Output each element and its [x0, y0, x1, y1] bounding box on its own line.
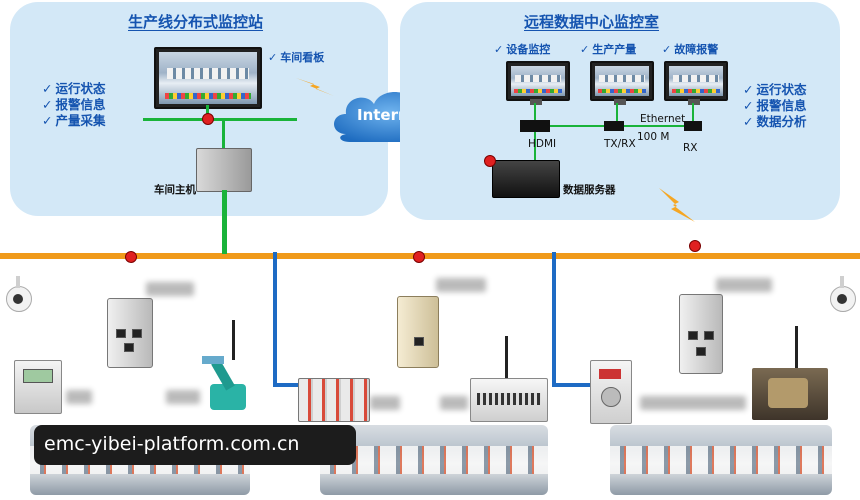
workshop-host-computer	[196, 148, 252, 192]
plc-rack	[298, 378, 370, 422]
watermark-badge: emc-yibei-platform.com.cn	[34, 425, 356, 465]
checkmark-icon: ✓	[494, 43, 504, 56]
right-feature-list: ✓运行状态 ✓报警信息 ✓数据分析	[743, 82, 807, 130]
feature-item: ✓产量采集	[42, 113, 106, 128]
hdmi-converter-box	[520, 120, 550, 132]
ethernet-label: Ethernet	[640, 113, 686, 125]
checkmark-icon: ✓	[662, 43, 672, 56]
device-label-blurred	[440, 396, 468, 410]
motor-unit	[752, 368, 828, 420]
rx-converter-box	[684, 121, 702, 131]
bus-node-dot	[689, 240, 701, 252]
checkmark-icon: ✓	[743, 82, 754, 97]
device-label-blurred	[66, 390, 92, 404]
feature-item: ✓运行状态	[42, 81, 106, 96]
monitor-stand	[530, 99, 542, 105]
monitor-stand	[614, 99, 626, 105]
monitor-stand	[688, 99, 700, 105]
server-link	[534, 131, 536, 161]
hdmi-label: HDMI	[528, 138, 557, 150]
board-to-network-link	[206, 105, 209, 120]
data-server-label: 数据服务器	[563, 184, 616, 196]
alarm-monitor	[664, 61, 728, 101]
plc-drop-link	[273, 252, 277, 386]
left-panel-title: 生产线分布式监控站	[128, 13, 264, 31]
robot-arm	[196, 354, 256, 412]
watermark-text: emc-yibei-platform.com.cn	[44, 433, 300, 455]
antenna-icon	[795, 326, 798, 370]
device-label-blurred	[716, 278, 772, 292]
monitor-label-alarm: ✓故障报警	[662, 43, 719, 56]
production-line-photo-right	[610, 425, 832, 495]
local-network-link	[143, 118, 297, 121]
txrx-converter-box	[604, 121, 624, 131]
checkmark-icon: ✓	[42, 81, 53, 96]
workshop-board-label: ✓车间看板	[268, 51, 325, 64]
inverter-drop-link	[552, 252, 556, 386]
left-feature-list: ✓运行状态 ✓报警信息 ✓产量采集	[42, 81, 106, 129]
lightning-bolt-icon	[296, 78, 334, 96]
monitor-label-output: ✓生产产量	[580, 43, 637, 56]
bus-node-dot	[125, 251, 137, 263]
plc-link-horizontal	[273, 383, 301, 387]
device-label-blurred	[166, 390, 200, 404]
host-to-bus-link	[222, 190, 227, 254]
frequency-inverter	[590, 360, 632, 424]
device-label-blurred	[370, 396, 400, 410]
bus-node-dot	[413, 251, 425, 263]
network-node-dot	[202, 113, 214, 125]
production-line-photo-center	[320, 425, 548, 495]
workshop-host-label: 车间主机	[154, 184, 196, 196]
camera-lens	[837, 294, 847, 304]
iot-gateway-right	[679, 294, 723, 374]
checkmark-icon: ✓	[268, 51, 278, 64]
checkmark-icon: ✓	[42, 113, 53, 128]
checkmark-icon: ✓	[42, 97, 53, 112]
feature-item: ✓报警信息	[743, 98, 807, 113]
security-camera-icon	[2, 276, 32, 326]
device-label-blurred	[146, 282, 194, 296]
feature-item: ✓运行状态	[743, 82, 807, 97]
output-monitor	[590, 61, 654, 101]
rx-link	[692, 103, 694, 123]
monitor-label-device: ✓设备监控	[494, 43, 551, 56]
server-node-dot	[484, 155, 496, 167]
device-label-blurred	[436, 278, 486, 292]
rx-label: RX	[683, 142, 698, 154]
speed-label: 100 M	[637, 131, 670, 143]
remote-data-center-panel	[400, 2, 840, 220]
data-server	[492, 160, 560, 198]
security-camera-icon	[826, 276, 858, 326]
inverter-link-horizontal	[552, 383, 592, 387]
camera-lens	[13, 294, 23, 304]
workshop-board-monitor	[154, 47, 262, 109]
antenna-icon	[232, 320, 235, 360]
txrx-link	[616, 103, 618, 123]
checkmark-icon: ✓	[743, 98, 754, 113]
checkmark-icon: ✓	[743, 114, 754, 129]
device-monitor	[506, 61, 570, 101]
power-meter	[14, 360, 62, 414]
iot-gateway-center	[397, 296, 439, 368]
hdmi-link	[534, 103, 536, 121]
feature-item: ✓报警信息	[42, 97, 106, 112]
field-bus-line	[0, 253, 860, 259]
checkmark-icon: ✓	[580, 43, 590, 56]
right-panel-title: 远程数据中心监控室	[524, 13, 660, 31]
antenna-icon	[505, 336, 508, 380]
iot-gateway-left	[107, 298, 153, 368]
feature-item: ✓数据分析	[743, 114, 807, 129]
plc-controller	[470, 378, 548, 422]
txrx-label: TX/RX	[604, 138, 636, 150]
device-label-blurred	[640, 396, 746, 410]
host-to-network-link	[222, 118, 225, 148]
lightning-bolt-icon	[659, 188, 695, 222]
